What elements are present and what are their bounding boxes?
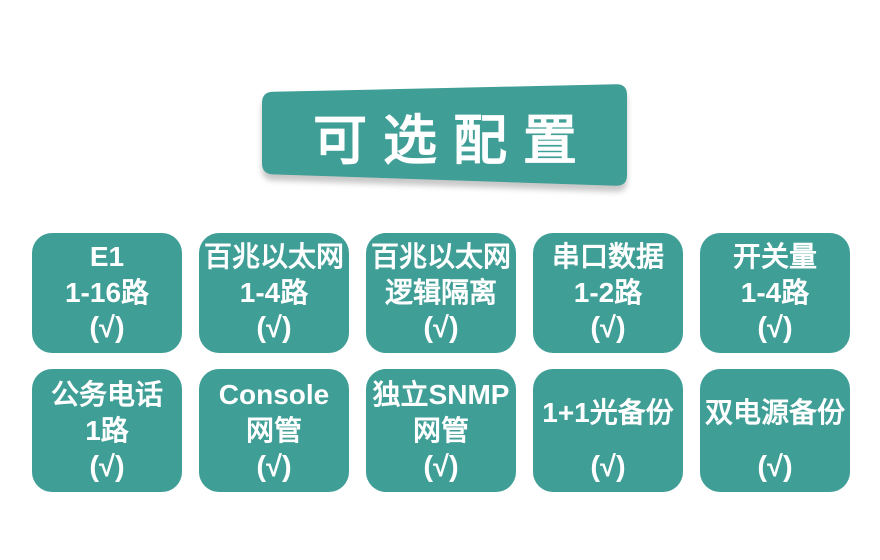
option-line: 网管 <box>245 414 302 446</box>
option-card-text: 百兆以太网 逻辑隔离 <box>369 238 513 313</box>
option-line: 1-4路 <box>239 277 309 309</box>
option-line: 1+1光备份 <box>542 396 674 428</box>
option-card-text: 独立SNMP 网管 <box>369 374 513 452</box>
option-card-e1: E1 1-16路 (√) <box>32 233 182 353</box>
option-card-switch-signal: 开关量 1-4路 (√) <box>700 233 850 353</box>
option-card-text: E1 1-16路 <box>35 238 179 313</box>
check-mark: (√) <box>757 451 793 484</box>
title-banner: 可选配置 <box>250 70 640 200</box>
option-line: 1-2路 <box>573 277 643 309</box>
option-line: 网管 <box>412 414 469 446</box>
option-line: 百兆以太网 <box>203 241 344 273</box>
option-line: 1-4路 <box>740 277 810 309</box>
check-mark: (√) <box>256 451 292 484</box>
check-mark: (√) <box>89 312 125 345</box>
option-card-text: Console 网管 <box>202 374 346 452</box>
option-card-snmp: 独立SNMP 网管 (√) <box>366 369 516 492</box>
option-card-console: Console 网管 (√) <box>199 369 349 492</box>
check-mark: (√) <box>423 451 459 484</box>
option-card-text: 串口数据 1-2路 <box>536 238 680 313</box>
check-mark: (√) <box>89 451 125 484</box>
check-mark: (√) <box>590 312 626 345</box>
options-grid: E1 1-16路 (√) 百兆以太网 1-4路 (√) 百兆以太网 逻辑隔离 (… <box>32 233 850 492</box>
option-line: 1路 <box>85 414 129 446</box>
option-line: 开关量 <box>732 241 817 273</box>
option-line: 双电源备份 <box>704 396 845 428</box>
check-mark: (√) <box>256 312 292 345</box>
option-line: 逻辑隔离 <box>384 277 497 309</box>
option-card-dual-power: 双电源备份 (√) <box>700 369 850 492</box>
option-line: 串口数据 <box>551 241 664 273</box>
option-card-optical-backup: 1+1光备份 (√) <box>533 369 683 492</box>
option-card-text: 公务电话 1路 <box>35 374 179 452</box>
option-card-text: 百兆以太网 1-4路 <box>202 238 346 313</box>
option-card-text: 双电源备份 <box>703 374 847 452</box>
option-card-text: 1+1光备份 <box>536 374 680 452</box>
option-line: 独立SNMP <box>372 378 510 410</box>
option-line: 百兆以太网 <box>370 241 511 273</box>
check-mark: (√) <box>757 312 793 345</box>
option-card-text: 开关量 1-4路 <box>703 238 847 313</box>
option-line: 1-16路 <box>64 277 150 309</box>
check-mark: (√) <box>423 312 459 345</box>
option-card-ethernet-isolation: 百兆以太网 逻辑隔离 (√) <box>366 233 516 353</box>
option-line: Console <box>218 378 330 410</box>
option-card-service-phone: 公务电话 1路 (√) <box>32 369 182 492</box>
option-line: 公务电话 <box>50 378 163 410</box>
option-card-fast-ethernet: 百兆以太网 1-4路 (√) <box>199 233 349 353</box>
option-card-serial-data: 串口数据 1-2路 (√) <box>533 233 683 353</box>
page-title: 可选配置 <box>313 110 593 171</box>
option-line: E1 <box>89 241 125 273</box>
banner-ribbon-shape <box>262 84 627 186</box>
check-mark: (√) <box>590 451 626 484</box>
